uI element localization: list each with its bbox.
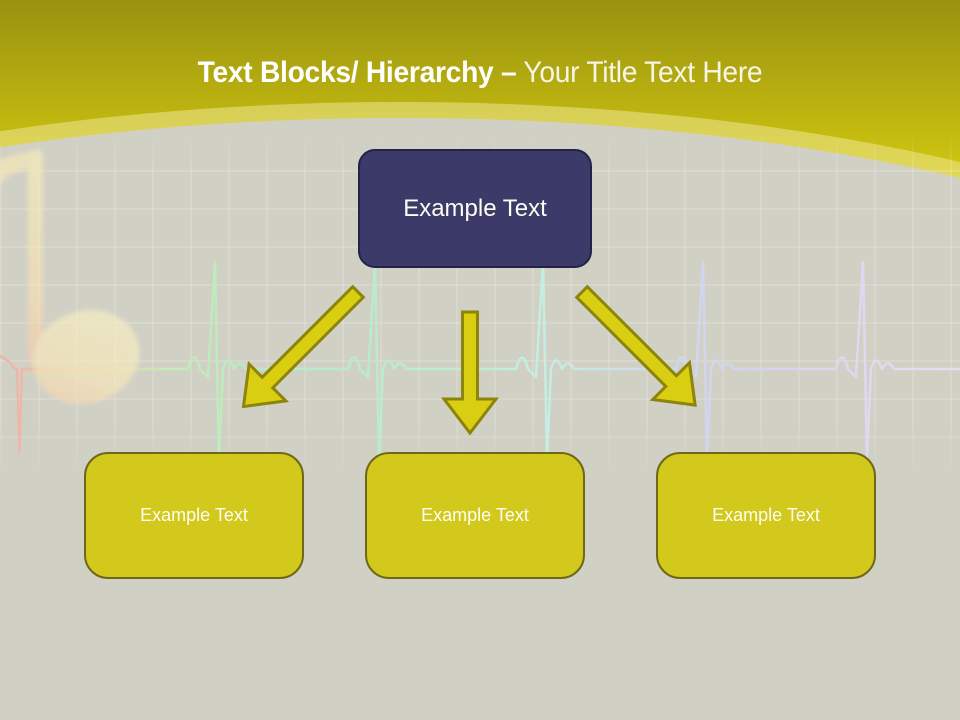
title-emphasis: Text Blocks/ Hierarchy – bbox=[197, 56, 517, 89]
child-node-3: Example Text bbox=[656, 452, 876, 579]
child-node-3-label: Example Text bbox=[712, 505, 820, 525]
music-note-watermark bbox=[0, 150, 140, 404]
root-node-label: Example Text bbox=[403, 194, 547, 222]
title-secondary: Your Title Text Here bbox=[523, 56, 763, 89]
root-node: Example Text bbox=[358, 149, 592, 268]
slide-title: Text Blocks/ Hierarchy – Your Title Text… bbox=[29, 54, 931, 92]
child-node-2: Example Text bbox=[365, 452, 585, 579]
child-node-2-label: Example Text bbox=[421, 505, 529, 525]
ecg-waveform bbox=[0, 260, 960, 460]
child-node-1: Example Text bbox=[84, 452, 304, 579]
child-node-1-label: Example Text bbox=[140, 505, 248, 525]
